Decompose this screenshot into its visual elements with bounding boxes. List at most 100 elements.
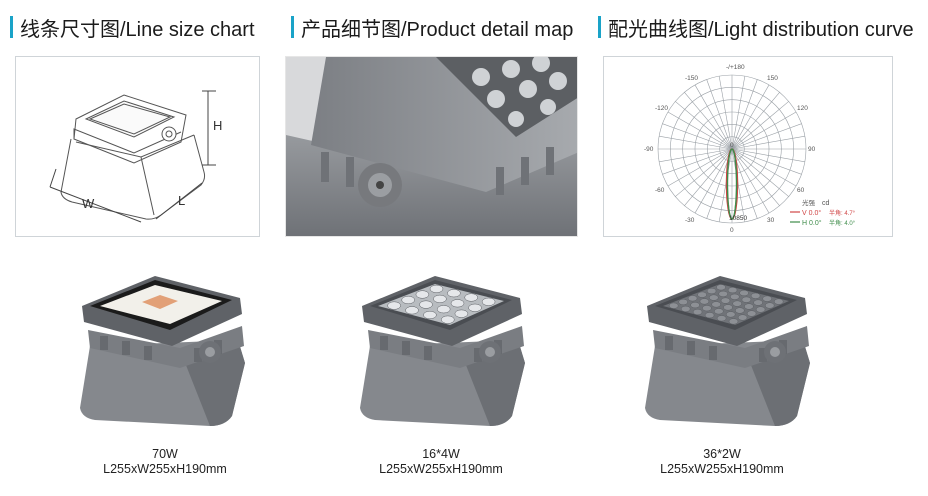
product-power: 70W [152, 447, 178, 461]
legend-v-label: V 0.0° [802, 209, 821, 217]
lamp-fin [665, 336, 673, 350]
h-curve [726, 148, 738, 220]
polar-spoke [667, 111, 733, 150]
lamp-lens-cell [387, 301, 401, 310]
polar-spoke [731, 101, 789, 150]
lamp-lens-cell [725, 311, 736, 318]
lamp-fin [709, 346, 717, 360]
lamp-fin [194, 348, 202, 362]
polar-spoke [731, 148, 770, 214]
product-caption-1: 70W L255xW255xH190mm [65, 447, 265, 477]
lamp-lens-cell [678, 298, 688, 306]
lamp-fin [759, 348, 767, 362]
polar-spoke [731, 79, 758, 150]
lamp-lens-cell [690, 302, 700, 309]
lamp-lens-cell [699, 298, 710, 305]
polar-spoke [718, 148, 733, 222]
lamp-lens-cell [704, 312, 715, 319]
product-caption-3: 36*2W L255xW255xH190mm [622, 447, 822, 477]
polar-angle-label: -60 [655, 187, 665, 194]
lamp-cob [142, 295, 178, 309]
lamp-lens-cell [433, 294, 447, 303]
lamp-lens-cell [423, 310, 437, 320]
product-image-36x2w [625, 268, 825, 433]
lamp-lens-cell [447, 289, 461, 298]
lamp-lens-cell [454, 309, 469, 318]
lamp-lens-cell [687, 295, 698, 302]
lamp-lens-cell [728, 318, 739, 325]
polar-spoke [731, 148, 789, 197]
polar-spoke [731, 76, 746, 150]
lamp-lens-cell [732, 300, 742, 307]
lamp-lens-cell [716, 284, 726, 291]
lamp-lens-cell [773, 298, 784, 305]
title-accent-bar [10, 16, 13, 38]
polar-spoke [675, 148, 733, 197]
lamp-lens-cell [450, 299, 465, 308]
polar-spoke [731, 92, 780, 150]
polar-center-label: 0 [730, 142, 734, 149]
polar-spoke [662, 123, 733, 150]
lamp-lens-cell [436, 305, 451, 314]
lamp-lens-cell [753, 299, 763, 306]
knob-center [205, 347, 215, 357]
section-title-product-detail: 产品细节图/Product detail map [291, 14, 573, 41]
section-title-text: 配光曲线图/Light distribution curve [608, 18, 914, 41]
lamp-lens-cell [464, 293, 478, 302]
lamp-fin [474, 348, 482, 362]
lamp-lens-cell [720, 297, 731, 304]
lamp-lens-cell [419, 300, 433, 309]
lamp-lens-cell [746, 310, 757, 317]
product-caption-2: 16*4W L255xW255xH190mm [341, 447, 541, 477]
lamp-lens-cell [723, 304, 733, 311]
polar-spoke [675, 101, 733, 150]
lamp-lens-cell [739, 289, 749, 297]
lamp-lens-cell [401, 295, 415, 305]
lamp-lens-cell [744, 303, 754, 310]
product-dimensions: L255xW255xH190mm [379, 462, 503, 476]
lamp-lens-cell [680, 305, 691, 312]
polar-angle-label: -90 [644, 146, 654, 153]
polar-spoke [731, 84, 770, 150]
lamp-lens-cell [702, 305, 712, 312]
w-dimension-label: W [82, 196, 95, 211]
lamp-lens-cell [668, 302, 679, 309]
section-title-light-distribution: 配光曲线图/Light distribution curve [598, 14, 914, 41]
polar-spoke [731, 148, 802, 175]
l-dimension-label: L [178, 193, 185, 208]
lamp-lens-cell [735, 307, 745, 314]
lamp-fin [122, 341, 130, 355]
polar-spoke [731, 148, 805, 163]
line-size-chart-panel: H W L [15, 56, 260, 237]
polar-spoke [718, 76, 733, 150]
lamp-fin [687, 341, 695, 355]
lamp-lens-cell [716, 315, 727, 322]
lamp-lens-cell [468, 303, 482, 312]
lamp-lens-cell [706, 287, 717, 295]
polar-angle-label: 0 [730, 227, 734, 234]
lamp-fin [144, 346, 152, 360]
polar-spoke [662, 148, 733, 175]
lamp-lens-cell [730, 293, 740, 300]
lamp-lens-cell [405, 306, 419, 315]
product-detail-panel [285, 56, 578, 237]
lamp-fin [380, 336, 388, 350]
legend-h-note: 半角: 4.0° [829, 219, 856, 227]
lamp-lens-cell [711, 301, 721, 308]
lamp-lens-cell [737, 314, 748, 321]
lamp-fin [402, 341, 410, 355]
product-dimensions: L255xW255xH190mm [660, 462, 784, 476]
lamp-lens-cell [709, 294, 719, 301]
product-power: 36*2W [703, 447, 741, 461]
product-dimensions: L255xW255xH190mm [103, 462, 227, 476]
lamp-lens-cell [755, 306, 766, 313]
polar-spoke [694, 84, 733, 150]
polar-spoke [731, 135, 805, 150]
polar-spoke [659, 148, 733, 163]
polar-angle-label: 60 [797, 187, 805, 194]
lamp-lens-cell [415, 290, 430, 299]
lamp-lens-cell [762, 295, 772, 302]
lamp-lens-cell [697, 291, 707, 298]
